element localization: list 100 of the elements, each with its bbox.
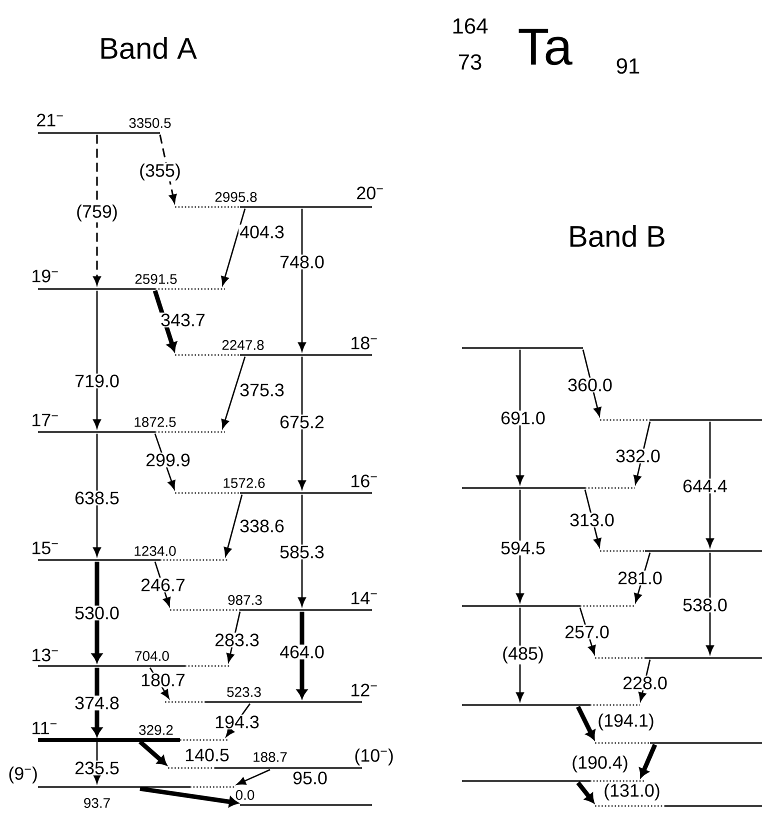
transition-arrow	[93, 134, 101, 286]
energy-label: 329.2	[139, 725, 173, 735]
edge-label: 644.4	[682, 478, 728, 494]
edge-label: (194.1)	[596, 712, 656, 732]
level-line	[165, 701, 362, 703]
edge-label: 228.0	[622, 676, 668, 690]
edge-label: 180.7	[140, 672, 186, 688]
edge-label: 404.3	[238, 224, 286, 240]
transition-arrow	[93, 434, 101, 556]
level-line	[462, 605, 635, 607]
transition-arrow	[576, 706, 596, 740]
level-line	[175, 492, 372, 494]
edge-label: 585.3	[278, 544, 326, 560]
level-line	[595, 742, 762, 744]
transition-arrow	[706, 422, 714, 548]
edge-label: 246.7	[140, 578, 186, 592]
edge-label: 360.0	[566, 378, 614, 392]
spin-label: 13$^{−}$	[32, 648, 58, 662]
edge-label: 748.0	[278, 254, 326, 270]
energy-label: 704.0	[135, 651, 169, 661]
spin-label: 11$^{−}$	[32, 722, 57, 734]
transition-arrow	[582, 350, 602, 416]
transition-arrow	[236, 769, 270, 785]
edge-label: 538.0	[682, 598, 728, 612]
transition-arrow	[92, 562, 102, 662]
edge-label: 332.0	[614, 448, 662, 464]
transition-arrow	[224, 494, 243, 556]
level-line	[600, 550, 762, 552]
energy-label: 0.0	[236, 790, 254, 800]
transition-arrow	[706, 552, 714, 654]
level-line	[38, 786, 235, 788]
energy-label: 188.7	[254, 752, 287, 762]
energy-label: 3350.5	[129, 118, 171, 128]
edge-label: 313.0	[568, 512, 616, 528]
transition-arrow	[516, 608, 524, 702]
spin-label: 12$^{−}$	[352, 684, 377, 696]
neutron-number: 91	[616, 58, 640, 74]
atomic-number: 73	[458, 54, 482, 70]
transition-arrow	[140, 786, 238, 807]
level-line	[38, 431, 225, 433]
element-symbol: Ta	[518, 28, 572, 66]
edge-label: 338.6	[238, 518, 286, 534]
level-line	[38, 665, 230, 667]
transition-arrow	[92, 668, 102, 736]
edge-label: 594.5	[500, 540, 546, 556]
transition-arrow	[516, 350, 524, 484]
transition-arrow	[221, 208, 246, 286]
level-line	[462, 704, 640, 706]
edge-label: 140.5	[184, 748, 230, 762]
level-line	[595, 657, 762, 659]
transition-arrow	[159, 134, 177, 204]
level-line	[38, 738, 228, 742]
transition-arrow	[298, 208, 306, 352]
edge-label: 374.8	[74, 696, 120, 710]
transition-arrow	[298, 356, 306, 490]
level-line	[462, 347, 583, 349]
energy-label: 1872.5	[134, 417, 176, 427]
spin-label: (9$^{−}$)	[9, 766, 37, 784]
edge-label: 95.0	[292, 770, 328, 786]
transition-arrow	[221, 356, 246, 428]
transition-arrow	[579, 608, 596, 654]
level-line	[462, 487, 635, 489]
level-line	[38, 288, 225, 290]
level-line	[175, 206, 372, 208]
mass-number: 164	[453, 18, 488, 34]
transition-arrow	[93, 290, 101, 428]
edge-label: 194.3	[214, 714, 260, 730]
edge-label: 464.0	[278, 644, 326, 660]
level-line	[600, 419, 762, 421]
edge-label: 343.7	[160, 312, 206, 328]
transition-arrow	[296, 612, 308, 698]
edge-label: 638.5	[74, 490, 120, 506]
level-line	[38, 559, 228, 561]
transition-arrow	[639, 744, 658, 778]
energy-label: 523.3	[227, 687, 261, 697]
band-title: Band B	[570, 225, 664, 247]
edge-label: (759)	[75, 204, 119, 222]
transition-arrow	[584, 490, 602, 548]
level-line	[38, 132, 160, 134]
level-line	[175, 354, 372, 356]
energy-label: 1234.0	[134, 546, 176, 556]
transition-arrow	[516, 490, 524, 602]
energy-label: 2591.5	[135, 274, 177, 284]
level-line	[240, 804, 372, 806]
edge-label: (355)	[138, 162, 182, 182]
edge-label: 530.0	[74, 606, 120, 620]
transition-arrow	[138, 740, 167, 766]
transition-arrow	[298, 494, 306, 606]
level-line	[595, 805, 762, 807]
edge-label: 281.0	[616, 570, 664, 586]
edge-label: 235.5	[74, 760, 120, 776]
edge-label: 719.0	[74, 374, 120, 388]
spin-label: 20$^{−}$	[357, 186, 383, 200]
edge-label: 283.3	[214, 632, 260, 648]
edge-label: 257.0	[564, 624, 610, 640]
level-line	[170, 609, 372, 611]
spin-label: (10$^{−}$)	[355, 748, 393, 766]
transition-arrow	[576, 781, 594, 804]
edge-label: (485)	[501, 646, 545, 664]
edge-label: 675.2	[278, 414, 326, 430]
